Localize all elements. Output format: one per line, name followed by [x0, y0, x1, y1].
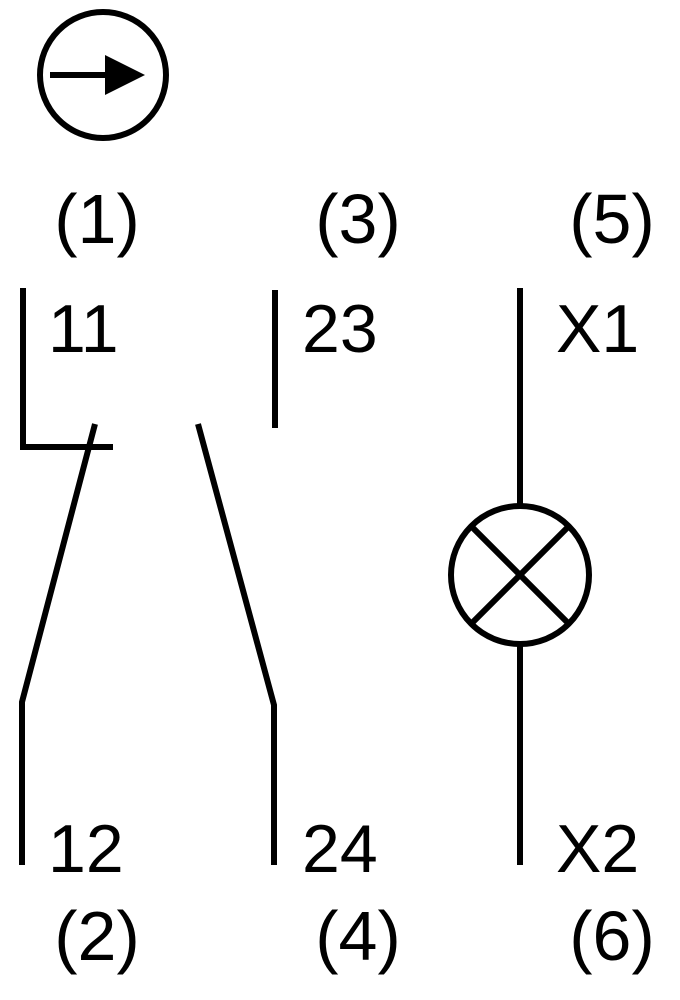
actuator-arrow-icon: [37, 9, 169, 141]
no-contact-symbol: [195, 290, 278, 865]
label-6: (6): [569, 897, 655, 975]
label-5: (5): [569, 180, 655, 258]
label-1: (1): [54, 180, 140, 258]
nc-contact-symbol: [19, 288, 113, 865]
terminal-x1: X1: [556, 291, 639, 367]
terminal-23: 23: [302, 291, 378, 367]
label-2: (2): [54, 897, 140, 975]
terminal-x2: X2: [556, 811, 639, 887]
indicator-lamp-icon: [448, 288, 592, 865]
label-4: (4): [315, 897, 401, 975]
terminal-24: 24: [302, 811, 378, 887]
label-3: (3): [315, 180, 401, 258]
terminal-12: 12: [48, 811, 124, 887]
terminal-11: 11: [48, 291, 119, 367]
